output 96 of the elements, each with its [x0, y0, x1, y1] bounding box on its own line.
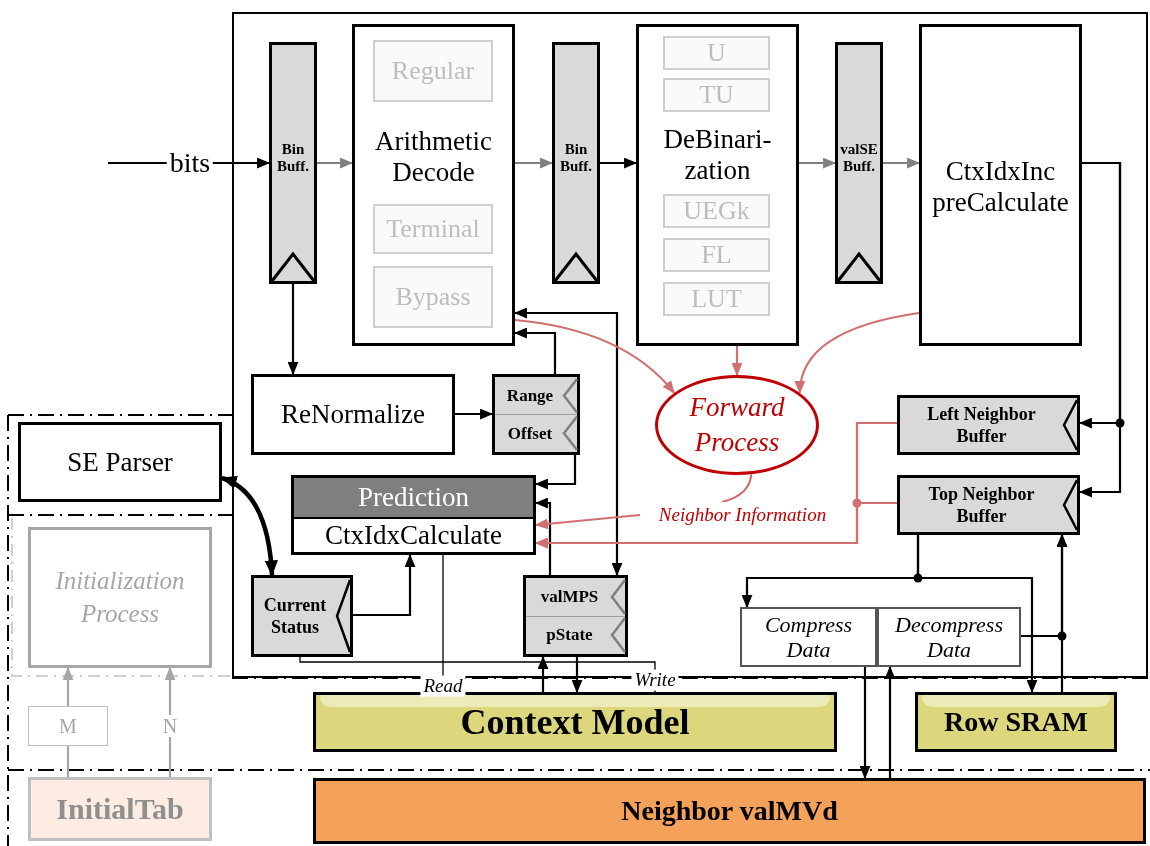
arrow [795, 311, 920, 394]
register-pair [523, 575, 628, 657]
arrow [859, 667, 871, 780]
arrow [571, 657, 583, 694]
arrow [731, 346, 743, 377]
arrow [513, 307, 623, 577]
arrow [220, 475, 278, 577]
arrow [884, 665, 896, 778]
parameter-box [28, 706, 108, 746]
prediction-block [291, 475, 536, 555]
register-label: Range [506, 385, 554, 406]
block-title: CtxIdxCalculate [324, 519, 503, 552]
process-block [919, 24, 1082, 346]
buffer-label: Bin Buff. [275, 141, 311, 176]
block-title: SE Parser [67, 446, 173, 478]
mode-label: TU [699, 82, 734, 108]
memory-block [313, 692, 837, 752]
mode-label: Bypass [395, 284, 471, 310]
register-label: pState [546, 625, 593, 646]
data-label: Decompress Data [894, 611, 1004, 663]
mode-box [373, 204, 493, 254]
memory-label: Context Model [460, 701, 690, 743]
memory-label: Neighbor valMVd [621, 795, 838, 827]
register-box [897, 475, 1080, 535]
connector-line [721, 474, 753, 504]
memory-block [313, 778, 1146, 844]
arrow [164, 666, 176, 777]
mode-label: LUT [691, 286, 742, 312]
register-box [897, 395, 1080, 455]
mode-box [663, 36, 770, 70]
edge-label: Write [631, 669, 679, 691]
block-title: CtxIdxInc preCalculate [931, 155, 1070, 219]
memory-block [915, 692, 1117, 752]
mode-box [373, 40, 493, 102]
arrow [1078, 161, 1122, 498]
edge-label: Read [420, 675, 466, 697]
mode-box [663, 282, 770, 316]
register-pair [492, 374, 580, 455]
mode-label: Terminal [386, 216, 480, 242]
buffer-label: valSE Buff. [839, 141, 879, 176]
arrow [455, 408, 494, 420]
process-box [251, 374, 455, 455]
mode-box [663, 78, 770, 112]
parameter-label: M [59, 714, 77, 738]
arrow [799, 157, 837, 169]
mode-label: U [707, 40, 726, 66]
arrow [534, 513, 641, 530]
buffer-register [835, 42, 883, 284]
arrow [534, 497, 552, 575]
data-label: Compress Data [763, 611, 854, 663]
header-label: Prediction [294, 478, 533, 519]
arrow [513, 327, 557, 374]
process-block [636, 24, 799, 346]
mode-box [663, 194, 770, 228]
arrow [353, 553, 416, 617]
arrow [883, 157, 921, 169]
buffer-label: Bin Buff. [558, 141, 594, 176]
arrow [515, 157, 554, 169]
data-box [740, 607, 877, 667]
arrow [1021, 533, 1068, 638]
connector-line [66, 746, 70, 777]
process-block [352, 24, 515, 346]
block-title: Arithmetic Decode [374, 125, 493, 189]
arrow [534, 455, 577, 490]
process-box [28, 527, 212, 668]
arrow [317, 157, 354, 169]
register-box [251, 575, 353, 657]
table-block [28, 777, 212, 841]
data-box [877, 607, 1021, 667]
arrow [514, 318, 675, 394]
table-label: InitialTab [56, 792, 184, 826]
memory-label: Row SRAM [944, 706, 1088, 738]
buffer-register [552, 42, 600, 284]
register-label: Top Neighbor Buffer [927, 482, 1036, 528]
register-label: Left Neighbor Buffer [926, 402, 1037, 448]
arrow [534, 501, 897, 549]
mode-box [663, 238, 770, 272]
arrow [62, 666, 74, 706]
mode-label: FL [701, 242, 732, 268]
arrow [537, 655, 549, 692]
block-title: DeBinari- zation [662, 123, 773, 187]
arrow [600, 157, 638, 169]
block-title: ReNormalize [281, 399, 425, 430]
arrow [916, 535, 1038, 694]
mode-label: Regular [391, 58, 475, 84]
mode-box [373, 266, 493, 328]
register-label: Offset [507, 423, 553, 444]
arrow [287, 284, 299, 376]
annotation-text: Neighbor Information [658, 504, 827, 526]
process-label: Initialization Process [54, 566, 186, 629]
register-label: Current Status [262, 593, 328, 639]
buffer-register [269, 42, 317, 284]
register-label: valMPS [540, 586, 599, 607]
mode-label: UEGk [683, 198, 750, 224]
process-label: Forward Process [688, 390, 786, 459]
process-box [18, 422, 222, 502]
